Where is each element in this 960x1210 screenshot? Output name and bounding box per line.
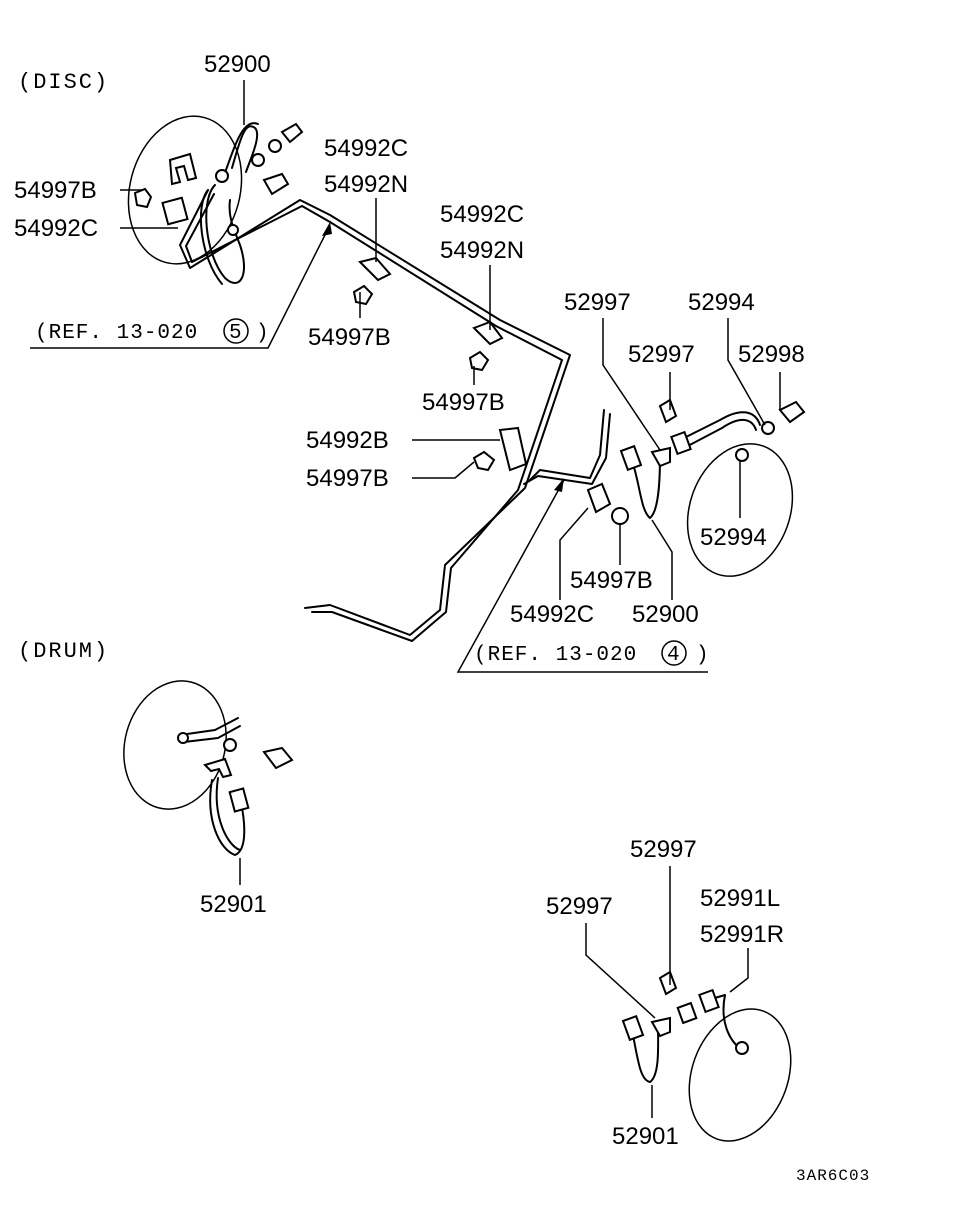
ref-13-020-5: (REF. 13-020 5 ) (30, 222, 332, 349)
hose-52901-b (631, 1024, 660, 1083)
ref-13-020-4: (REF. 13-020 4 ) (456, 478, 710, 673)
bolt-52998 (778, 400, 806, 424)
drum-line (179, 717, 239, 736)
label-54997b-left: 54997B (14, 177, 97, 204)
part-labels: 52900 54997B 54992C 54992C 54992N 54997B… (14, 51, 805, 1150)
label-52901-drum: 52901 (200, 891, 267, 918)
label-54997b-a: 54997B (308, 324, 391, 351)
union-bolt (280, 122, 304, 144)
bolt-54997b-d (611, 507, 629, 525)
clip-54992c-c (586, 482, 612, 514)
ref-4-close: ) (696, 644, 710, 667)
label-54997b-c: 54997B (306, 465, 389, 492)
clip-52997-b (658, 398, 678, 424)
clip-54992c-a (358, 256, 392, 282)
bolt-54997b-c (472, 450, 496, 472)
hose-52900 (231, 125, 259, 173)
bolt-54997b (133, 187, 153, 209)
brake-line-b (185, 193, 563, 642)
drum-clip-arrow (262, 746, 294, 770)
diagram-code: 3AR6C03 (796, 1167, 870, 1185)
hose-52900-b-top (679, 411, 761, 441)
brake-bracket (168, 152, 198, 186)
label-52994-a: 52994 (688, 289, 755, 316)
ref-4-number: 4 (667, 644, 681, 667)
ref-5-close: ) (256, 322, 270, 345)
label-54992n-b: 54992N (440, 237, 524, 264)
label-54992c-left: 54992C (14, 215, 98, 242)
washer-52994-b (735, 448, 749, 462)
clip-52997-c (650, 1016, 671, 1038)
label-52900-b: 52900 (632, 601, 699, 628)
ref-5-text: (REF. 13-020 (35, 322, 198, 345)
clip-54992c-b (472, 320, 504, 346)
label-52991r: 52991R (700, 921, 784, 948)
clip-52997-a (650, 446, 671, 468)
label-54992b: 54992B (306, 427, 389, 454)
leader-lines (120, 80, 781, 1118)
main-brake-lines (179, 189, 611, 642)
brake-line-c (529, 409, 605, 481)
label-52991l: 52991L (700, 885, 780, 912)
clip-54992c (161, 196, 189, 226)
ref-5-number: 5 (229, 322, 243, 345)
rear-right-disc-assembly (619, 398, 806, 577)
drum-rear-assembly (621, 970, 792, 1142)
label-52997-a: 52997 (564, 289, 631, 316)
drum-front-assembly (123, 680, 294, 856)
label-52900-top: 52900 (204, 51, 271, 78)
label-54992n-a: 54992N (324, 171, 408, 198)
hose-52901 (209, 779, 246, 856)
ref-4-text: (REF. 13-020 (474, 644, 637, 667)
section-drum-heading: (DRUM) (18, 639, 109, 664)
label-54992c-c: 54992C (510, 601, 594, 628)
drum-bracket (203, 757, 233, 779)
label-52998: 52998 (738, 341, 805, 368)
label-52997-c: 52997 (630, 836, 697, 863)
label-52997-d: 52997 (546, 893, 613, 920)
hose-clip-arrow (262, 172, 290, 196)
brake-line-a (179, 189, 571, 636)
hose-52900-b (629, 454, 661, 519)
label-52994-b: 52994 (700, 524, 767, 551)
label-54997b-b: 54997B (422, 389, 505, 416)
bracket-54992b (498, 426, 528, 472)
label-52997-b: 52997 (628, 341, 695, 368)
label-54997b-d: 54997B (570, 567, 653, 594)
clip-52997-d (658, 970, 678, 996)
label-54992c-a: 54992C (324, 135, 408, 162)
label-54992c-b: 54992C (440, 201, 524, 228)
section-disc-heading: (DISC) (18, 70, 109, 95)
label-52901-b: 52901 (612, 1123, 679, 1150)
bolt-54997b-a (352, 284, 374, 306)
bolt-54997b-b (468, 350, 490, 372)
